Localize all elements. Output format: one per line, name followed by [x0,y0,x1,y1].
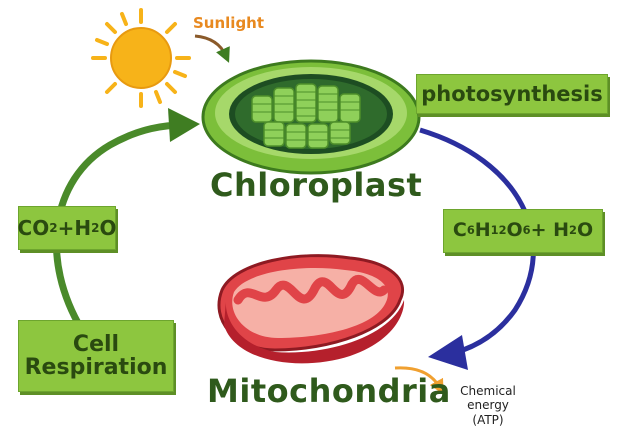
sunlight-label: Sunlight [193,14,265,32]
formula-text: O [99,215,117,240]
cell-respiration-line1: Cell [72,331,120,357]
formula-text: + H [530,219,570,242]
formula-text: O [506,219,523,242]
blue-cycle-arrow [419,127,536,358]
chloroplast-illustration [201,59,421,175]
formula-subscript: 2 [569,223,577,238]
chemical-energy-label: Chemical energy (ATP) [453,384,523,427]
formula-text: O [576,219,594,242]
formula-subscript: 2 [49,220,58,235]
green-arrowhead [168,108,200,142]
mitochondria-label: Mitochondria [207,372,451,410]
formula-subscript: 6 [466,223,475,238]
sun-icon [91,8,191,108]
formula-text: CO [17,215,50,240]
formula-subscript: 12 [490,223,507,238]
mitochondria-illustration [217,254,405,364]
chemical-energy-line1: Chemical [460,384,516,398]
atp-arrow [394,366,444,395]
sunlight-arrow [194,34,230,63]
chloroplast-label: Chloroplast [210,166,423,204]
cell-respiration-line2: Respiration [24,355,168,380]
chemical-energy-line2: energy [467,398,509,413]
formula-text: C [452,219,467,242]
formula-text: +H [57,215,92,240]
photosynthesis-label: photosynthesis [416,74,608,114]
cell-respiration-label: Cell Respiration [18,320,174,392]
blue-arrowhead [428,335,468,370]
formula-subscript: 2 [91,220,100,235]
chemical-energy-line3: (ATP) [472,412,504,427]
formula-subscript: 6 [522,223,531,238]
green-cycle-arrow [53,121,186,332]
formula-text: H [474,219,491,242]
